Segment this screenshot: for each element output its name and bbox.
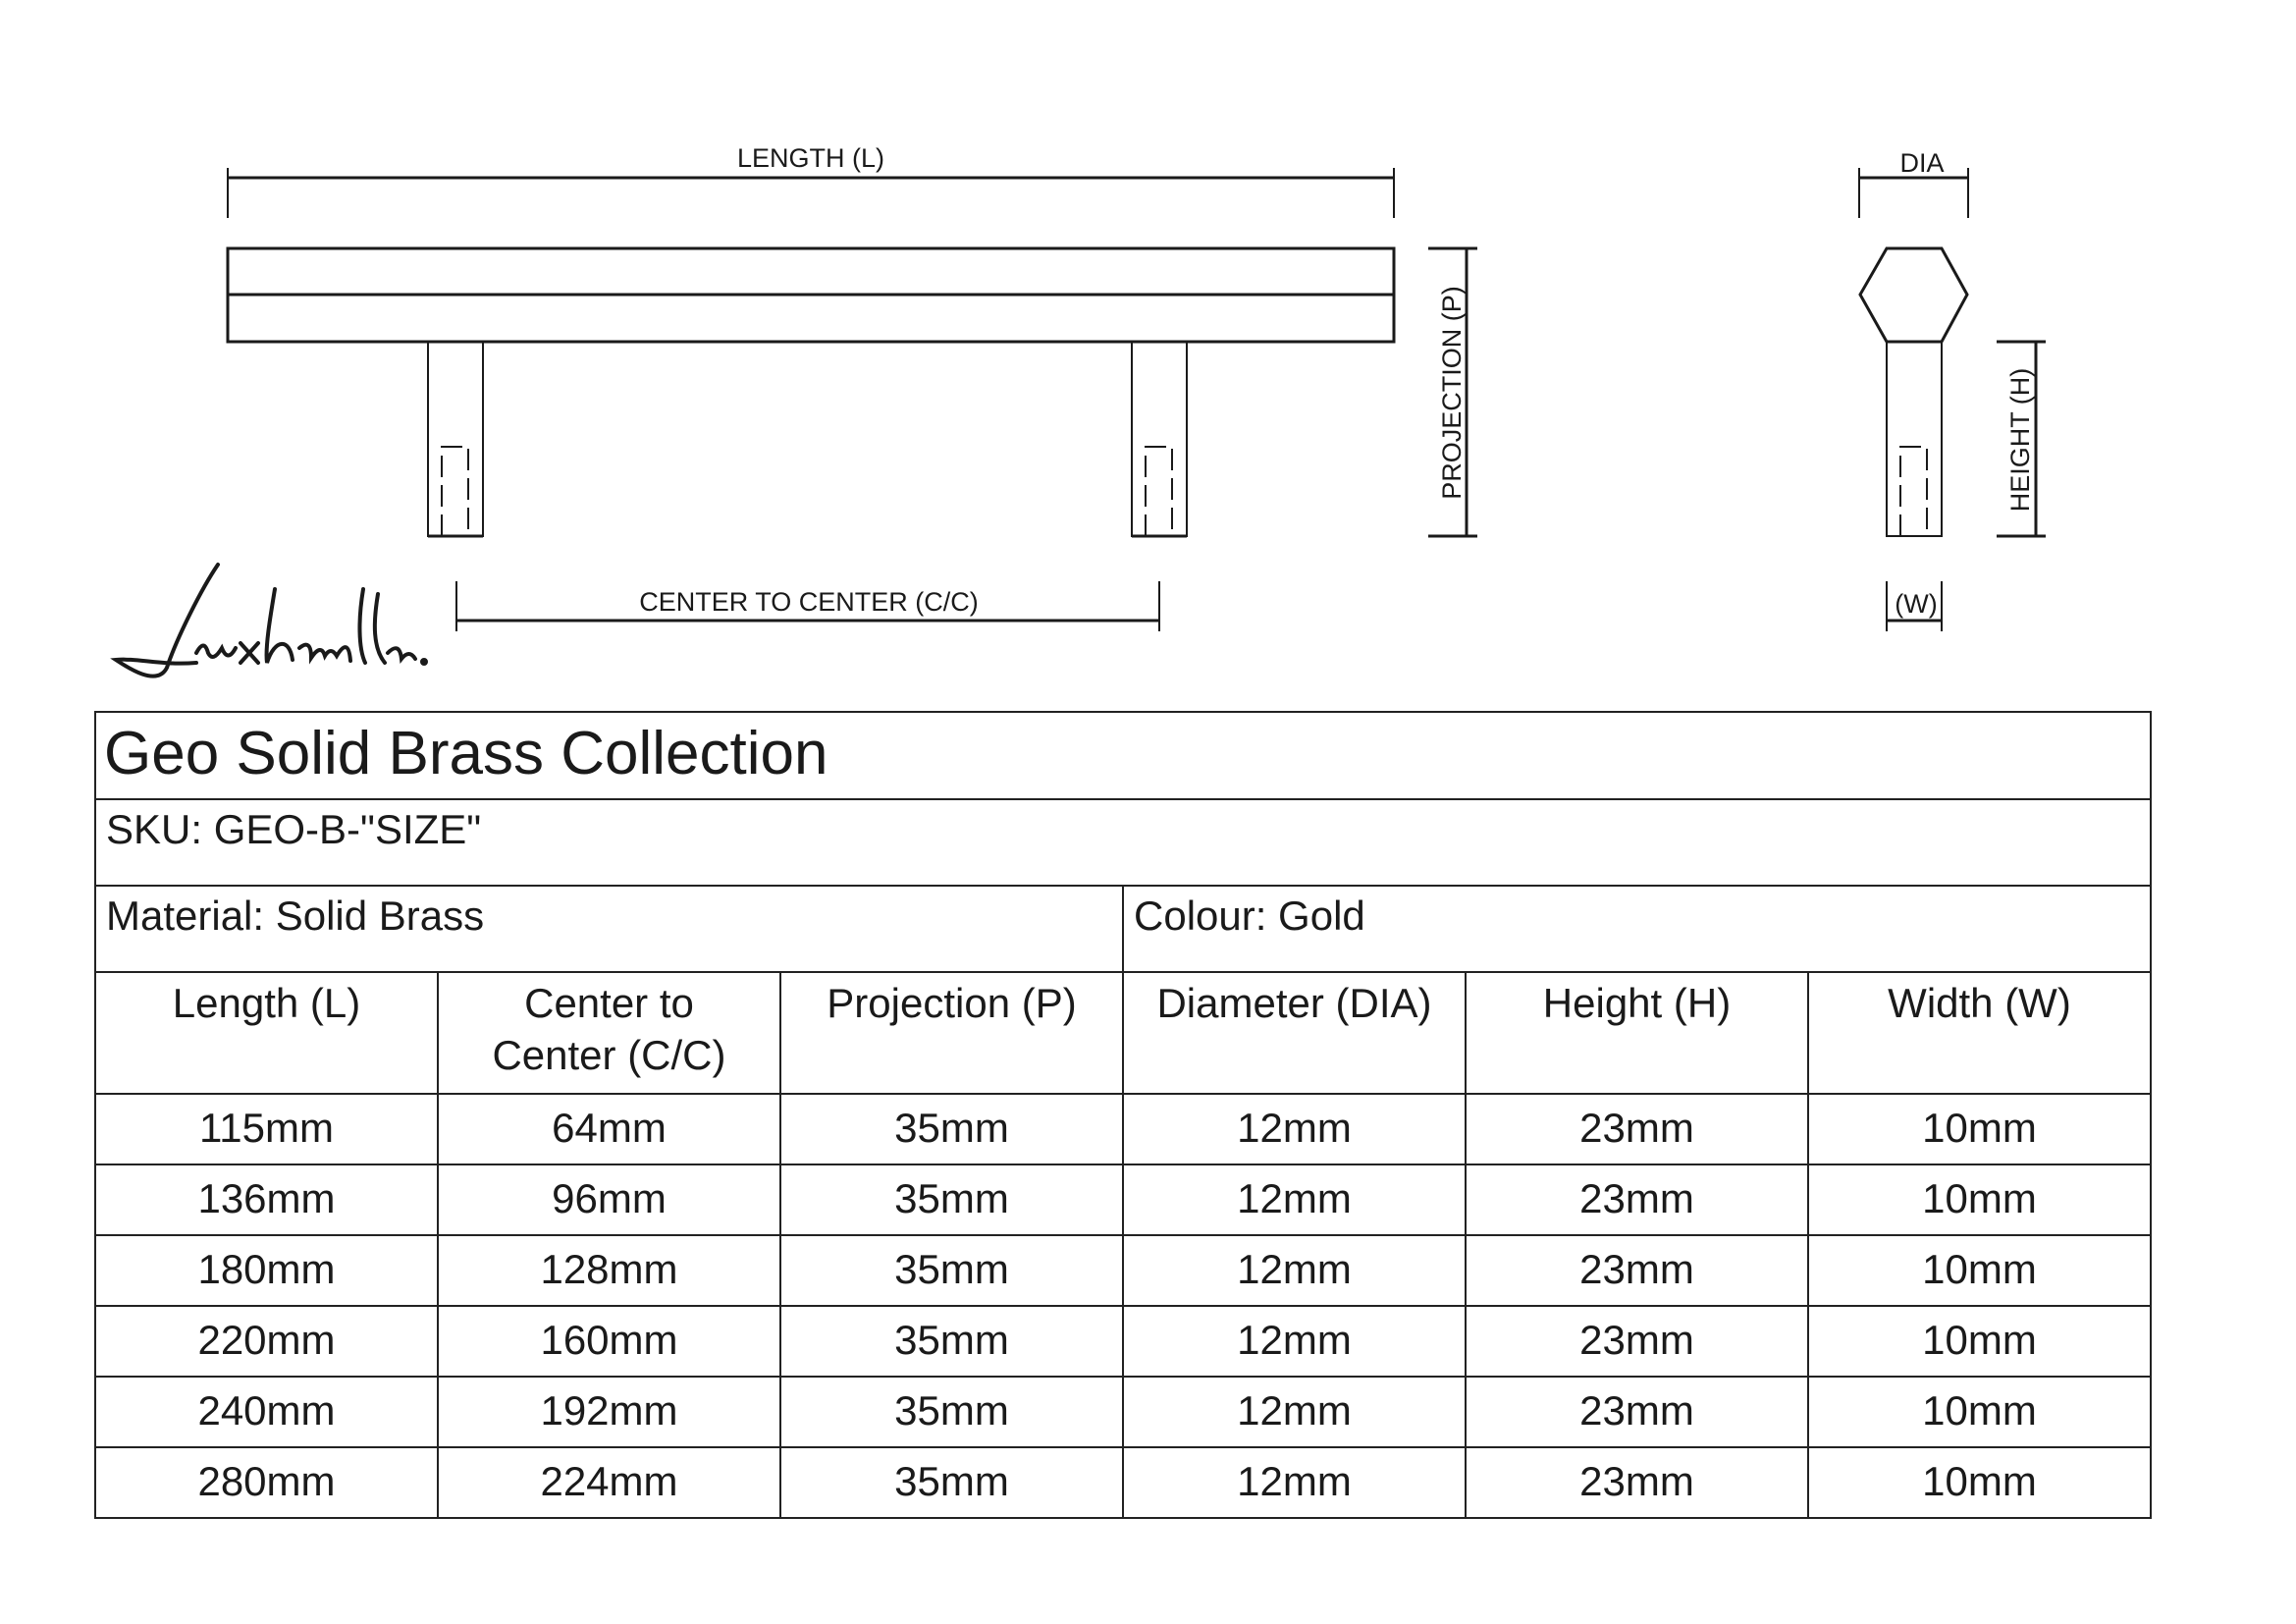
cell-center-to-center: 64mm bbox=[437, 1093, 781, 1165]
cell-center-to-center: 96mm bbox=[437, 1164, 781, 1236]
cell-width: 10mm bbox=[1807, 1093, 2152, 1165]
cell-diameter: 12mm bbox=[1122, 1234, 1467, 1307]
header-projection: Projection (P) bbox=[779, 971, 1124, 1095]
cell-width: 10mm bbox=[1807, 1446, 2152, 1519]
cell-length: 280mm bbox=[94, 1446, 439, 1519]
length-label: LENGTH (L) bbox=[737, 143, 884, 173]
cell-height: 23mm bbox=[1465, 1234, 1809, 1307]
projection-label: PROJECTION (P) bbox=[1437, 286, 1467, 500]
cell-length: 240mm bbox=[94, 1376, 439, 1448]
cell-height: 23mm bbox=[1465, 1446, 1809, 1519]
cell-center-to-center: 224mm bbox=[437, 1446, 781, 1519]
sku: SKU: GEO-B-"SIZE" bbox=[94, 798, 2152, 887]
handle-side-view bbox=[1858, 246, 1969, 537]
cell-length: 115mm bbox=[94, 1093, 439, 1165]
cell-projection: 35mm bbox=[779, 1164, 1124, 1236]
center-to-center-label: CENTER TO CENTER (C/C) bbox=[639, 587, 979, 617]
cell-diameter: 12mm bbox=[1122, 1164, 1467, 1236]
cell-projection: 35mm bbox=[779, 1234, 1124, 1307]
header-width: Width (W) bbox=[1807, 971, 2152, 1095]
colour: Colour: Gold bbox=[1122, 885, 2152, 973]
cell-projection: 35mm bbox=[779, 1446, 1124, 1519]
cell-width: 10mm bbox=[1807, 1376, 2152, 1448]
cell-diameter: 12mm bbox=[1122, 1376, 1467, 1448]
cell-width: 10mm bbox=[1807, 1305, 2152, 1378]
dia-label: DIA bbox=[1899, 148, 1944, 178]
cell-projection: 35mm bbox=[779, 1305, 1124, 1378]
header-height: Height (H) bbox=[1465, 971, 1809, 1095]
header-center-to-center: Center to Center (C/C) bbox=[437, 971, 781, 1095]
cell-height: 23mm bbox=[1465, 1164, 1809, 1236]
header-row: Length (L) Center to Center (C/C) Projec… bbox=[94, 971, 2152, 1095]
cell-projection: 35mm bbox=[779, 1376, 1124, 1448]
cell-height: 23mm bbox=[1465, 1376, 1809, 1448]
header-diameter: Diameter (DIA) bbox=[1122, 971, 1467, 1095]
width-dimension bbox=[1886, 581, 1943, 631]
cell-projection: 35mm bbox=[779, 1093, 1124, 1165]
width-label: (W) bbox=[1895, 589, 1937, 619]
cell-center-to-center: 192mm bbox=[437, 1376, 781, 1448]
cell-center-to-center: 160mm bbox=[437, 1305, 781, 1378]
header-length: Length (L) bbox=[94, 971, 439, 1095]
cell-diameter: 12mm bbox=[1122, 1093, 1467, 1165]
cell-height: 23mm bbox=[1465, 1305, 1809, 1378]
height-dimension bbox=[1997, 340, 2046, 538]
projection-dimension bbox=[1428, 246, 1477, 538]
handle-front-view bbox=[226, 246, 1396, 538]
cell-length: 220mm bbox=[94, 1305, 439, 1378]
cell-height: 23mm bbox=[1465, 1093, 1809, 1165]
cell-center-to-center: 128mm bbox=[437, 1234, 781, 1307]
cell-length: 180mm bbox=[94, 1234, 439, 1307]
spec-table: Geo Solid Brass Collection SKU: GEO-B-"S… bbox=[94, 711, 2152, 1519]
center-to-center-dimension bbox=[455, 581, 1160, 631]
technical-drawing: LENGTH (L) CENTER TO CENTER (C/C) PROJEC… bbox=[110, 143, 2046, 678]
length-dimension bbox=[227, 168, 1395, 218]
height-label: HEIGHT (H) bbox=[2005, 368, 2035, 513]
cell-diameter: 12mm bbox=[1122, 1305, 1467, 1378]
cell-diameter: 12mm bbox=[1122, 1446, 1467, 1519]
cell-width: 10mm bbox=[1807, 1234, 2152, 1307]
collection-title: Geo Solid Brass Collection bbox=[94, 711, 2152, 800]
dia-dimension bbox=[1858, 168, 1969, 218]
cell-length: 136mm bbox=[94, 1164, 439, 1236]
cell-width: 10mm bbox=[1807, 1164, 2152, 1236]
luxhandles-logo bbox=[110, 563, 428, 678]
material: Material: Solid Brass bbox=[94, 885, 1124, 973]
